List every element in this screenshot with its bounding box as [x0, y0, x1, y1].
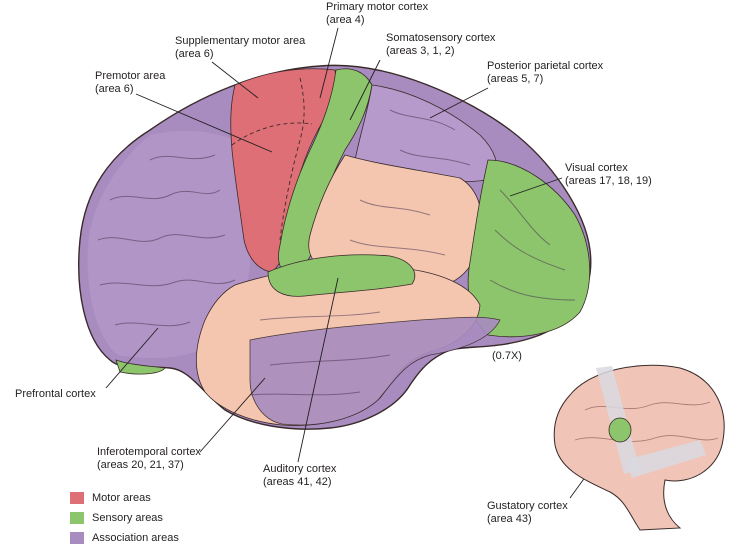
inferotemporal-region	[249, 316, 501, 426]
cerebellum-hint	[115, 359, 166, 375]
legend-item-motor: Motor areas	[70, 488, 179, 508]
auditory-region	[267, 254, 416, 297]
legend-swatch-association	[70, 532, 84, 544]
label-scale: (0.7X)	[492, 350, 522, 362]
primary-motor-outline	[279, 77, 305, 241]
legend: Motor areas Sensory areas Association ar…	[70, 488, 179, 548]
legend-item-sensory: Sensory areas	[70, 508, 179, 528]
label-posterior-parietal: Posterior parietal cortex (areas 5, 7)	[487, 60, 604, 85]
legend-label-sensory: Sensory areas	[92, 512, 163, 524]
gustatory-spot	[608, 417, 632, 443]
label-primary-motor: Primary motor cortex (area 4)	[326, 1, 429, 26]
label-somatosensory: Somatosensory cortex (areas 3, 1, 2)	[386, 32, 496, 57]
visual-region	[467, 159, 591, 338]
legend-swatch-motor	[70, 492, 84, 504]
label-inferotemporal: Inferotemporal cortex (areas 20, 21, 37)	[97, 446, 201, 471]
gyri-texture	[97, 109, 576, 396]
prefrontal-region	[87, 130, 250, 358]
label-supplementary-motor: Supplementary motor area (area 6)	[175, 35, 306, 60]
label-visual: Visual cortex (areas 17, 18, 19)	[565, 162, 652, 187]
label-premotor: Premotor area (area 6)	[95, 70, 166, 95]
legend-item-association: Association areas	[70, 528, 179, 548]
label-prefrontal: Prefrontal cortex	[15, 388, 96, 400]
label-gustatory: Gustatory cortex (area 43)	[487, 500, 568, 525]
legend-label-motor: Motor areas	[92, 492, 151, 504]
inset-brain	[553, 364, 725, 531]
legend-swatch-sensory	[70, 512, 84, 524]
supplementary-motor-outline	[231, 122, 313, 146]
legend-label-association: Association areas	[92, 532, 179, 544]
leader-lines	[105, 27, 619, 499]
label-auditory: Auditory cortex (areas 41, 42)	[263, 463, 337, 488]
